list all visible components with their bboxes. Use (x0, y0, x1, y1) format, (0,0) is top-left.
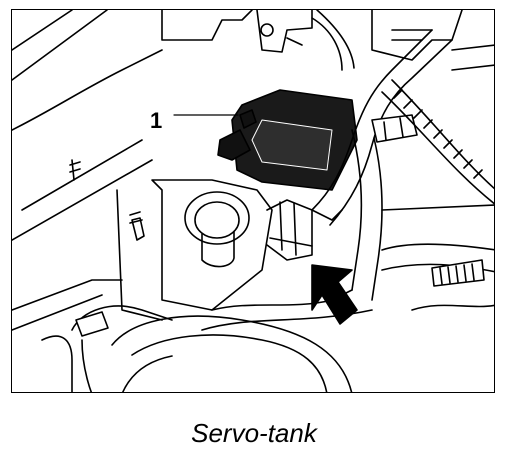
callout-number: 1 (148, 108, 165, 133)
hose-clamp (371, 114, 418, 143)
direction-arrow (311, 264, 358, 325)
top-components (161, 10, 494, 71)
reservoir-body (116, 179, 313, 321)
figure-caption: Servo-tank (191, 418, 317, 448)
illustration-frame: 1 (11, 9, 495, 393)
wiring-harness (381, 79, 494, 205)
lower-assembly (41, 305, 353, 392)
servo-reservoir-lid (217, 89, 358, 191)
right-components (381, 204, 494, 311)
engine-bay-drawing (12, 10, 494, 392)
fender-panel (12, 10, 163, 331)
